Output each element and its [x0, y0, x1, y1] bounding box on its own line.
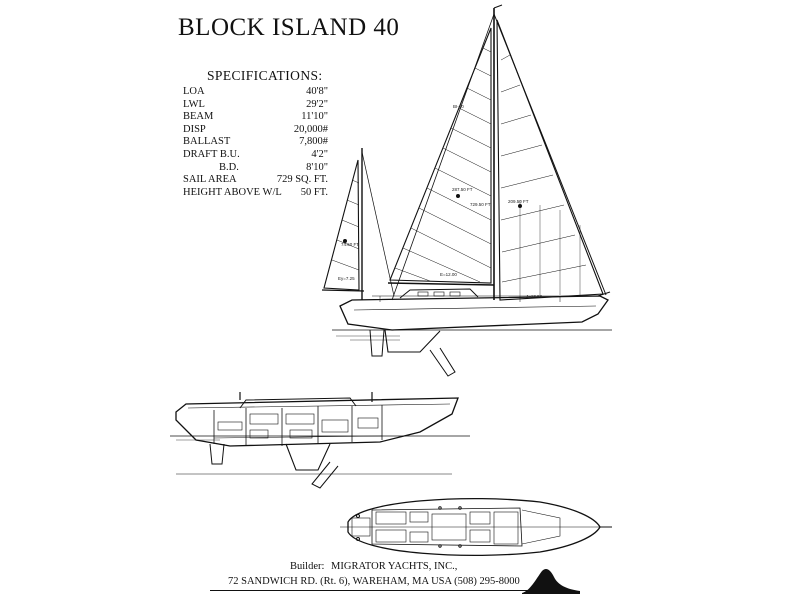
spec-value: 7,800# — [299, 136, 328, 148]
e-dimension-label: E=12.00 — [440, 272, 457, 277]
main-area-label: 287.50 FT — [452, 187, 473, 192]
spec-row: DRAFT B.U. 4'2" — [183, 149, 328, 162]
sail-mark-label: BI-40 — [453, 104, 464, 109]
inboard-profile-drawing — [170, 392, 470, 489]
builder-label: Builder: — [290, 561, 325, 572]
spec-value: 50 FT. — [300, 186, 328, 198]
jib-area-label: 209.50 FT — [508, 199, 529, 204]
total-area-label: 729.50 FT — [470, 202, 491, 207]
spec-value: 729 SQ. FT. — [276, 174, 328, 186]
ey-dimension-label: Ey=7.25 — [338, 276, 355, 281]
spec-label: LWL — [183, 98, 205, 110]
spec-value: 40'8" — [306, 86, 328, 97]
j-dimension-label: J=13.58 — [526, 294, 543, 299]
spec-value: 20,000# — [293, 123, 328, 135]
spec-value: 4'2" — [311, 148, 328, 160]
builder-address: 72 SANDWICH RD. (Rt. 6), WAREHAM, MA USA… — [228, 576, 520, 587]
accommodation-plan-drawing — [340, 497, 612, 557]
mizzen-area-label: 74.50 FT — [341, 242, 359, 247]
spec-row: BEAM 11'10" — [183, 111, 328, 124]
spec-row: HEIGHT ABOVE W/L 50 FT. — [183, 187, 328, 200]
spec-row: LWL 29'2" — [183, 99, 328, 112]
spec-label: SAIL AREA — [183, 174, 237, 186]
builder-name: MIGRATOR YACHTS, INC., — [331, 561, 458, 572]
spec-value: 11'10" — [301, 111, 328, 123]
migrator-logo — [522, 569, 580, 594]
footer-divider — [210, 590, 540, 591]
spec-label: DRAFT B.U. — [183, 148, 240, 160]
spec-row: B.D. 8'10" — [183, 162, 328, 175]
page-title: BLOCK ISLAND 40 — [178, 14, 400, 41]
spec-label: DISP — [183, 123, 206, 135]
specifications-header: SPECIFICATIONS: — [207, 68, 323, 83]
spec-row: BALLAST 7,800# — [183, 136, 328, 149]
spec-value: 8'10" — [306, 161, 328, 173]
spec-value: 29'2" — [306, 98, 328, 110]
spec-label: B.D. — [219, 161, 239, 173]
specifications-table: LOA 40'8" LWL 29'2" BEAM 11'10" DISP 20,… — [183, 86, 328, 199]
spec-row: DISP 20,000# — [183, 124, 328, 137]
spec-row: SAIL AREA 729 SQ. FT. — [183, 174, 328, 187]
sail-plan-drawing — [321, 4, 612, 377]
builder-line: Builder: MIGRATOR YACHTS, INC., — [290, 561, 457, 572]
spec-row: LOA 40'8" — [183, 86, 328, 99]
spec-label: BALLAST — [183, 136, 231, 148]
spec-label: BEAM — [183, 111, 214, 123]
spec-label: LOA — [183, 86, 205, 97]
spec-label: HEIGHT ABOVE W/L — [183, 186, 282, 198]
